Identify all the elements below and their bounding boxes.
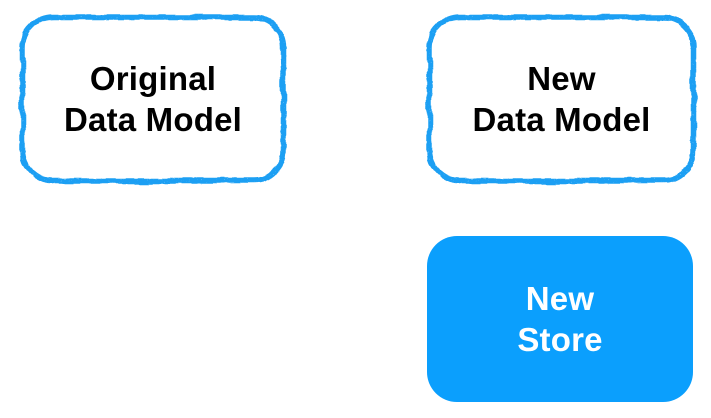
sketch-border-rect	[19, 14, 287, 184]
new-store-box: New Store	[427, 236, 693, 402]
new-data-model-label: New Data Model	[425, 13, 698, 185]
label-line: New	[527, 60, 596, 97]
sketch-border	[426, 14, 697, 184]
label-line: Data Model	[63, 101, 243, 138]
filled-rect	[427, 236, 693, 402]
original-data-model-box: Original Data Model	[18, 13, 288, 185]
new-store-label: New Store	[427, 236, 693, 402]
original-data-model-label: Original Data Model	[18, 13, 288, 185]
label-line: Data Model	[472, 101, 651, 138]
new-data-model-box: New Data Model	[425, 13, 698, 185]
label-line: Store	[517, 321, 603, 358]
label-line: New	[525, 280, 595, 317]
sketch-border-rect	[426, 14, 697, 184]
filled-rect-shape	[427, 236, 693, 402]
sketch-border	[19, 14, 287, 184]
label-line: Original	[89, 60, 217, 97]
